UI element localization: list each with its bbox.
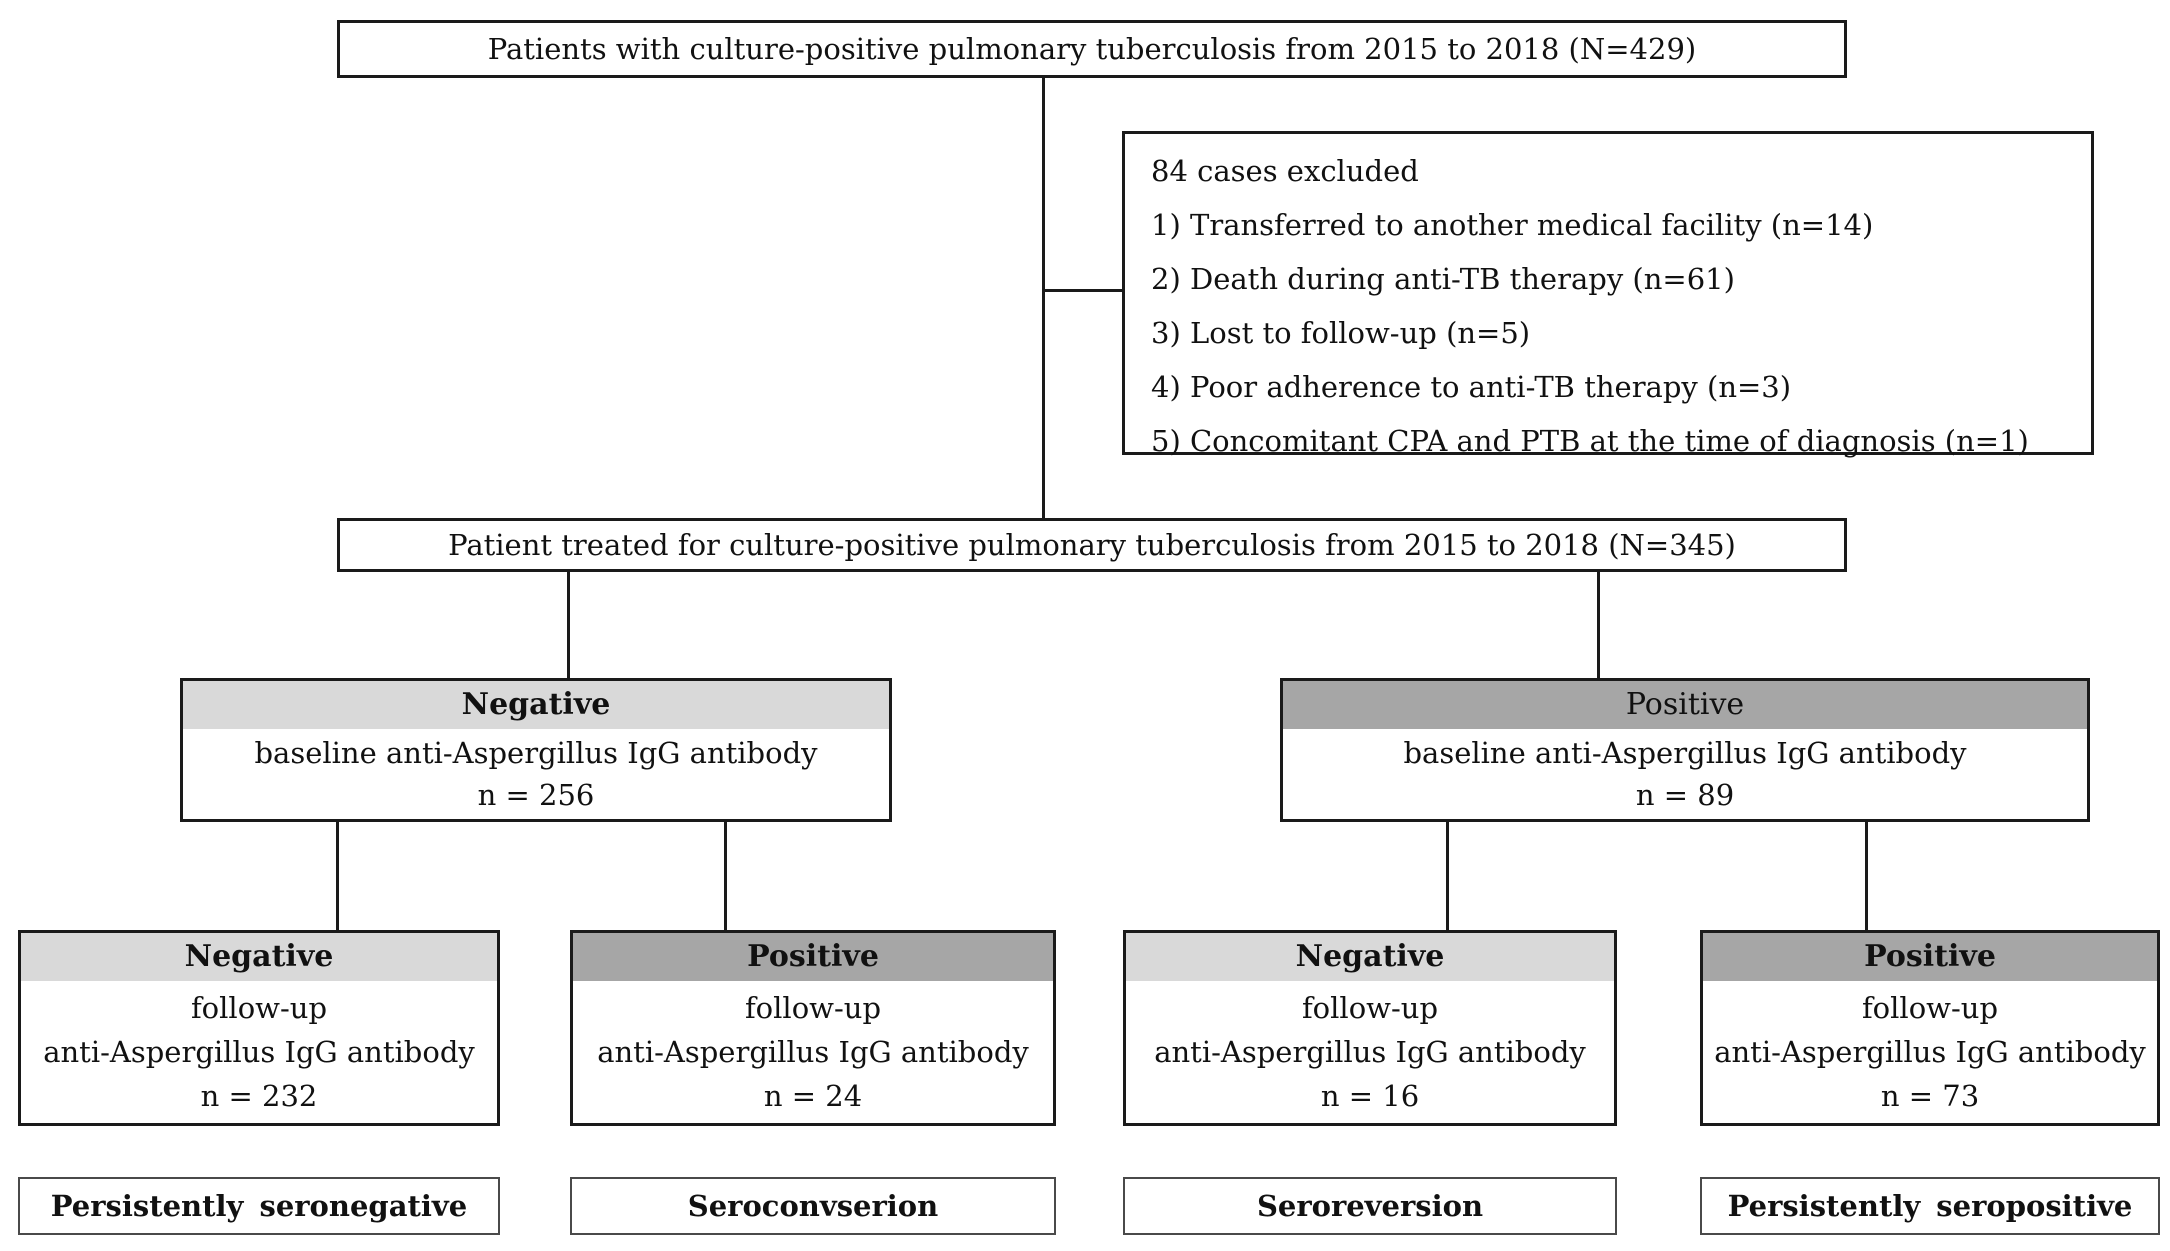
- followup-2-header: Positive: [573, 933, 1053, 981]
- followup-1-header: Negative: [21, 933, 497, 981]
- connector-followup-3: [1446, 822, 1449, 930]
- followup-2-count: n = 24: [763, 1079, 863, 1113]
- excluded-item-1: 1) Transferred to another medical facili…: [1151, 208, 1874, 242]
- followup-3-line2: anti-Aspergillus IgG antibody: [1154, 1035, 1586, 1069]
- connector-followup-1: [336, 822, 339, 930]
- connector-excluded-branch: [1044, 289, 1122, 292]
- connector-baseline-positive: [1597, 572, 1600, 678]
- followup-3-body: follow-up anti-Aspergillus IgG antibody …: [1126, 981, 1614, 1123]
- excluded-item-2: 2) Death during anti-TB therapy (n=61): [1151, 262, 1735, 296]
- followup-4-line1: follow-up: [1861, 991, 1999, 1025]
- followup-3-header: Negative: [1126, 933, 1614, 981]
- outcome-label-seroreversion: Seroreversion: [1123, 1177, 1617, 1235]
- followup-4-body: follow-up anti-Aspergillus IgG antibody …: [1703, 981, 2157, 1123]
- excluded-item-4: 4) Poor adherence to anti-TB therapy (n=…: [1151, 370, 1792, 404]
- baseline-positive-body: baseline anti-Aspergillus IgG antibody n…: [1283, 729, 2087, 819]
- followup-positive-box-4: Positive follow-up anti-Aspergillus IgG …: [1700, 930, 2160, 1126]
- baseline-negative-count: n = 256: [477, 777, 595, 812]
- excluded-item-5: 5) Concomitant CPA and PTB at the time o…: [1151, 424, 2029, 458]
- followup-1-body: follow-up anti-Aspergillus IgG antibody …: [21, 981, 497, 1123]
- baseline-positive-box: Positive baseline anti-Aspergillus IgG a…: [1280, 678, 2090, 822]
- outcome-label-persistently-seronegative: Persistently seronegative: [18, 1177, 500, 1235]
- connector-followup-2: [724, 822, 727, 930]
- followup-1-line2: anti-Aspergillus IgG antibody: [43, 1035, 475, 1069]
- excluded-item-3: 3) Lost to follow-up (n=5): [1151, 316, 1531, 350]
- connector-baseline-negative: [567, 572, 570, 678]
- baseline-positive-count: n = 89: [1635, 777, 1735, 812]
- connector-trunk: [1042, 78, 1045, 518]
- followup-4-header: Positive: [1703, 933, 2157, 981]
- followup-2-body: follow-up anti-Aspergillus IgG antibody …: [573, 981, 1053, 1123]
- followup-1-line1: follow-up: [190, 991, 328, 1025]
- baseline-negative-box: Negative baseline anti-Aspergillus IgG a…: [180, 678, 892, 822]
- connector-followup-4: [1865, 822, 1868, 930]
- baseline-positive-line1: baseline anti-Aspergillus IgG antibody: [1403, 736, 1967, 771]
- outcome-label-seroconversion: Seroconvserion: [570, 1177, 1056, 1235]
- baseline-negative-header: Negative: [183, 681, 889, 729]
- baseline-negative-line1: baseline anti-Aspergillus IgG antibody: [254, 736, 818, 771]
- followup-3-count: n = 16: [1320, 1079, 1420, 1113]
- followup-4-count: n = 73: [1880, 1079, 1980, 1113]
- patients-box: Patients with culture-positive pulmonary…: [337, 20, 1847, 78]
- excluded-title: 84 cases excluded: [1151, 154, 1419, 188]
- followup-4-line2: anti-Aspergillus IgG antibody: [1714, 1035, 2146, 1069]
- followup-2-line1: follow-up: [744, 991, 882, 1025]
- followup-1-count: n = 232: [200, 1079, 318, 1113]
- followup-2-line2: anti-Aspergillus IgG antibody: [597, 1035, 1029, 1069]
- followup-3-line1: follow-up: [1301, 991, 1439, 1025]
- followup-negative-box-3: Negative follow-up anti-Aspergillus IgG …: [1123, 930, 1617, 1126]
- followup-negative-box-1: Negative follow-up anti-Aspergillus IgG …: [18, 930, 500, 1126]
- outcome-label-persistently-seropositive: Persistently seropositive: [1700, 1177, 2160, 1235]
- baseline-negative-body: baseline anti-Aspergillus IgG antibody n…: [183, 729, 889, 819]
- excluded-box: 84 cases excluded 1) Transferred to anot…: [1122, 131, 2094, 458]
- treated-box: Patient treated for culture-positive pul…: [337, 518, 1847, 572]
- baseline-positive-header: Positive: [1283, 681, 2087, 729]
- followup-positive-box-2: Positive follow-up anti-Aspergillus IgG …: [570, 930, 1056, 1126]
